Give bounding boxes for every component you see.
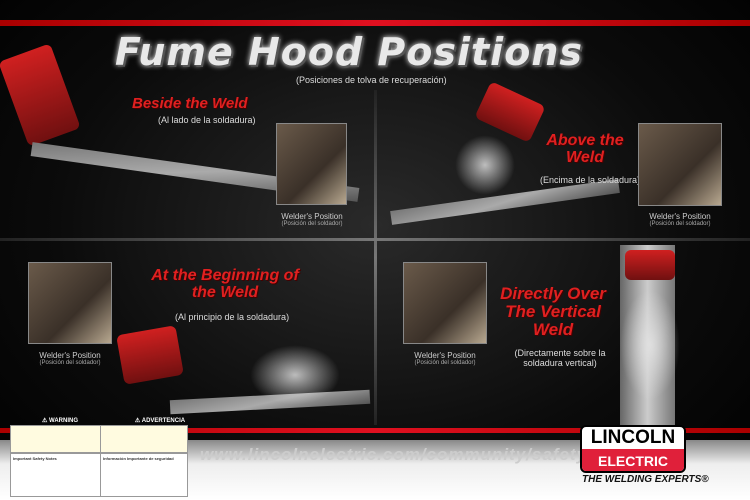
fume-hood-illustration [116, 325, 184, 385]
warning-title-es-text: ADVERTENCIA [141, 418, 186, 424]
poster-subtitle: (Posiciones de tolva de recuperación) [296, 75, 447, 85]
caption-label-es: (Posición del soldador) [281, 221, 343, 227]
caption-label: Welder's Position [39, 351, 101, 360]
caption-label: Welder's Position [281, 212, 343, 221]
welder-photo [403, 262, 487, 344]
heading-beginning-weld: At the Beginning of the Weld [151, 267, 299, 301]
heading-above-weld-es: (Encima de la soldadura) [540, 175, 641, 185]
divider-horizontal [0, 238, 750, 241]
caption-label: Welder's Position [649, 212, 711, 221]
heading-above-weld: Above the Weld [546, 132, 624, 166]
caption-label-es: (Posición del soldador) [39, 360, 101, 366]
tagline: THE WELDING EXPERTS® [582, 474, 709, 485]
fume-hood-illustration [0, 43, 81, 147]
logo-top-text: LINCOLN [590, 427, 676, 448]
warning-box [10, 425, 102, 453]
fume-hood-illustration [625, 250, 675, 280]
caption-label-es: (Posición del soldador) [414, 360, 476, 366]
top-red-stripe [0, 20, 750, 26]
logo-bottom-text: ELECTRIC [582, 449, 684, 471]
welder-position-caption: Welder's Position(Posición del soldador) [630, 212, 730, 227]
heading-vertical-weld: Directly Over The Vertical Weld [500, 284, 606, 339]
smoke [620, 290, 680, 400]
safety-notes: Important Safety Notes [10, 453, 102, 497]
caption-label: Welder's Position [414, 351, 476, 360]
smoke [250, 345, 340, 405]
welder-position-caption: Welder's Position(Posición del soldador) [262, 212, 362, 227]
warning-title-text: WARNING [49, 418, 79, 424]
smoke [455, 135, 515, 195]
lincoln-electric-logo: LINCOLN ELECTRIC [580, 425, 686, 473]
poster-title: Fume Hood Positions [115, 30, 583, 74]
welder-photo [276, 123, 347, 205]
heading-vertical-weld-es: (Directamente sobre la soldadura vertica… [514, 348, 606, 368]
heading-beginning-weld-es: (Al principio de la soldadura) [175, 312, 290, 322]
divider-vertical [374, 90, 377, 425]
welder-position-caption: Welder's Position(Posición del soldador) [20, 351, 120, 366]
warning-title-es: ⚠ ADVERTENCIA [134, 418, 186, 424]
safety-url[interactable]: www.lincolnelectric.com/community/safety [200, 445, 588, 464]
welder-photo [28, 262, 112, 344]
heading-beside-weld-es: (Al lado de la soldadura) [158, 115, 256, 125]
safety-notes-es: Información Importante de seguridad [100, 453, 188, 497]
warning-box-es [100, 425, 188, 453]
heading-beside-weld: Beside the Weld [132, 95, 248, 112]
welder-position-caption: Welder's Position(Posición del soldador) [395, 351, 495, 366]
caption-label-es: (Posición del soldador) [649, 221, 711, 227]
welder-photo [638, 123, 722, 206]
bottom-red-stripe [0, 428, 750, 433]
warning-title: ⚠ WARNING [41, 418, 79, 424]
